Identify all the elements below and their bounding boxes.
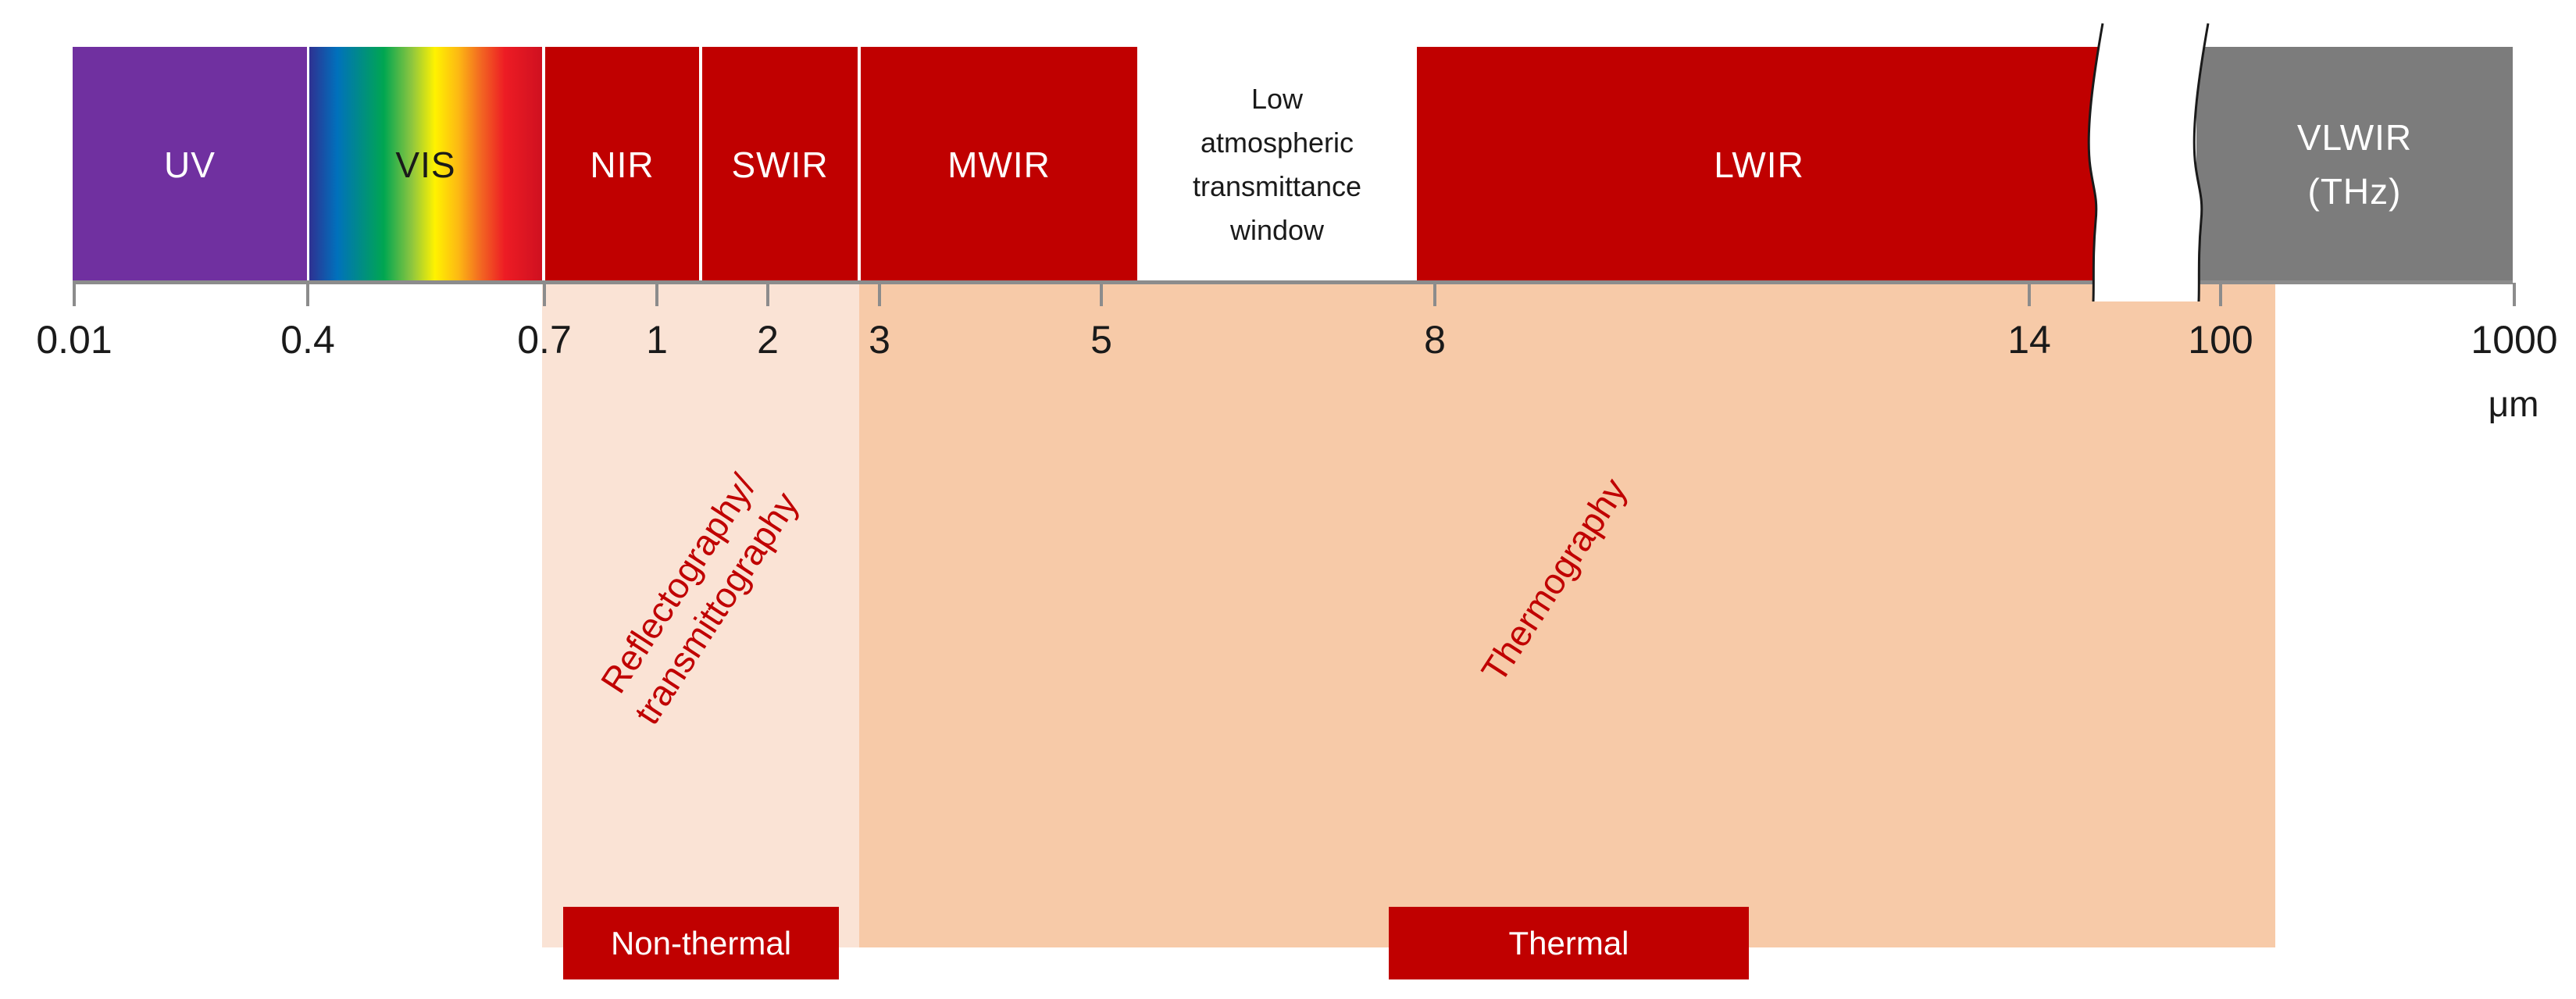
axis-tick bbox=[766, 283, 769, 306]
non-thermal-badge-label: Non-thermal bbox=[610, 924, 792, 962]
axis-tick-label: 0.7 bbox=[517, 318, 572, 362]
axis-unit-label: μm bbox=[2488, 384, 2539, 424]
axis-tick-label: 100 bbox=[2188, 318, 2253, 362]
band-swir-label: SWIR bbox=[731, 144, 829, 185]
axis-tick bbox=[543, 283, 546, 306]
axis-break-icon bbox=[2087, 23, 2210, 302]
axis-tick bbox=[655, 283, 658, 306]
band-mwir-label: MWIR bbox=[947, 144, 1051, 185]
axis-tick bbox=[1433, 283, 1436, 306]
axis-tick-label: 0.01 bbox=[36, 318, 112, 362]
band-uv-label: UV bbox=[164, 144, 216, 185]
band-uv: UV bbox=[73, 47, 307, 283]
axis-tick-label: 5 bbox=[1090, 318, 1112, 362]
axis-tick bbox=[2028, 283, 2031, 306]
axis-tick-label: 1 bbox=[646, 318, 668, 362]
axis-tick bbox=[73, 283, 76, 306]
band-swir: SWIR bbox=[702, 47, 858, 283]
axis-tick-label: 14 bbox=[2007, 318, 2051, 362]
band-nir-label: NIR bbox=[590, 144, 655, 185]
band-lwir-label: LWIR bbox=[1714, 144, 1804, 185]
axis-tick bbox=[306, 283, 309, 306]
thermal-badge: Thermal bbox=[1389, 907, 1749, 979]
axis-tick-label: 2 bbox=[757, 318, 779, 362]
non-thermal-region bbox=[542, 283, 859, 947]
non-thermal-badge: Non-thermal bbox=[563, 907, 839, 979]
axis-line bbox=[73, 280, 2513, 284]
band-vis: VIS bbox=[309, 47, 542, 283]
axis-tick bbox=[2219, 283, 2222, 306]
atmospheric-window-label: Low atmospheric transmittance window bbox=[1192, 83, 1362, 246]
axis-tick-label: 0.4 bbox=[280, 318, 335, 362]
axis-tick-label: 1000 bbox=[2471, 318, 2558, 362]
band-lwir: LWIR bbox=[1417, 47, 2101, 283]
thermal-badge-label: Thermal bbox=[1508, 924, 1629, 962]
atmospheric-window: Low atmospheric transmittance window bbox=[1137, 47, 1417, 283]
axis-tick-label: 3 bbox=[869, 318, 890, 362]
axis-tick bbox=[1100, 283, 1103, 306]
band-vlwir: VLWIR (THz) bbox=[2196, 47, 2513, 283]
band-vlwir-label: VLWIR (THz) bbox=[2296, 117, 2413, 212]
thermal-region bbox=[859, 283, 2275, 947]
band-mwir: MWIR bbox=[861, 47, 1137, 283]
band-vis-label: VIS bbox=[395, 144, 456, 185]
axis-tick bbox=[878, 283, 881, 306]
band-nir: NIR bbox=[545, 47, 699, 283]
axis-tick bbox=[2513, 283, 2516, 306]
axis-tick-label: 8 bbox=[1424, 318, 1446, 362]
